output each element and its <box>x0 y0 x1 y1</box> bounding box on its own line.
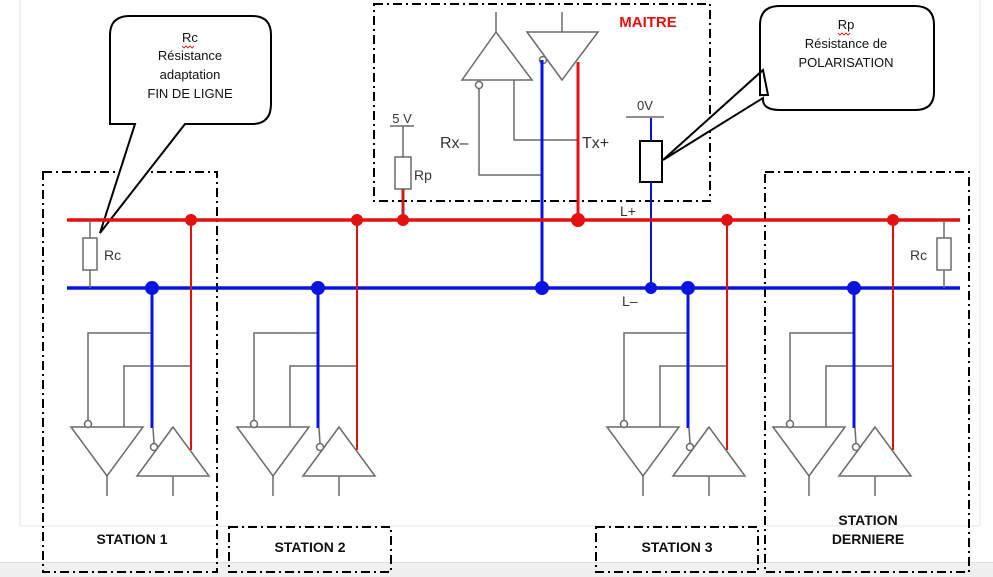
receiver-triangle <box>605 426 681 478</box>
callout-rp-line3: POLARISATION <box>798 55 893 70</box>
driver-triangle <box>837 425 913 477</box>
junction-plus-station-1 <box>185 214 197 226</box>
rx-label: Rx– <box>440 135 469 152</box>
bubble-lead <box>318 427 321 444</box>
station-2-label: STATION 2 <box>274 539 345 555</box>
receiver-invert-bubble <box>619 419 629 429</box>
tx-label: Tx+ <box>582 135 609 152</box>
window-bottom-band <box>0 562 993 577</box>
receiver-invert-bubble <box>83 419 93 429</box>
rc-left-label: Rc <box>104 247 121 263</box>
master-title: MAITRE <box>619 14 677 31</box>
rc-left-resistor <box>82 237 98 271</box>
junction-minus-station-1 <box>145 281 159 295</box>
driver-input-wire <box>659 365 727 427</box>
station-1-label: STATION 1 <box>96 531 167 547</box>
receiver-triangle <box>235 426 311 478</box>
rc-right-label: Rc <box>910 247 927 263</box>
stations-layer <box>69 220 913 496</box>
junction-master-minus <box>535 281 549 295</box>
receiver-input-wire <box>789 332 854 420</box>
bubble-lead <box>854 427 857 444</box>
station-last-label-line2: DERNIERE <box>832 531 904 547</box>
station-last-label-line1: STATION <box>838 512 897 528</box>
rp-polarisation-resistor <box>639 140 663 183</box>
station-2-transceiver <box>235 220 377 496</box>
junction-master-plus <box>571 213 585 227</box>
rp-resistor <box>394 156 412 190</box>
tx-wire <box>513 80 578 141</box>
bubble-lead <box>152 427 155 444</box>
spellcheck-underline <box>837 32 851 36</box>
rx-wire <box>478 89 542 176</box>
station-last-frame <box>764 171 970 573</box>
driver-triangle <box>671 425 747 477</box>
junctions-layer <box>145 213 899 295</box>
driver-input-wire <box>289 365 357 427</box>
junction-plus-station-4 <box>887 214 899 226</box>
driver-invert-bubble <box>685 442 695 452</box>
junction-plus-station-3 <box>721 214 733 226</box>
callout-rp-bubble <box>662 5 935 161</box>
station-3-label-frame <box>595 526 759 573</box>
junction-minus-station-3 <box>681 281 695 295</box>
junction-rp-pullup <box>397 214 409 226</box>
junction-minus-station-2 <box>311 281 325 295</box>
master-driver-triangle <box>525 31 600 82</box>
receiver-invert-bubble <box>785 419 795 429</box>
station-3-transceiver <box>605 220 747 496</box>
driver-input-wire <box>123 365 191 427</box>
driver-invert-bubble <box>315 442 325 452</box>
station-1-transceiver <box>69 220 211 496</box>
callout-rp-title: Rp <box>838 17 855 32</box>
callout-rc-line4: FIN DE LIGNE <box>147 86 233 101</box>
driver-input-wire <box>825 365 893 427</box>
receiver-input-wire <box>87 332 152 420</box>
callout-rc: Rc Résistance adaptation FIN DE LIGNE <box>99 15 272 234</box>
receiver-input-wire <box>623 332 688 420</box>
supply-0v-label: 0V <box>637 98 653 113</box>
driver-invert-bubble <box>851 442 861 452</box>
junction-rp-pulldown <box>645 282 657 294</box>
junction-plus-station-2 <box>351 214 363 226</box>
callout-rc-line2: Résistance <box>158 48 222 63</box>
callout-rp-line2: Résistance de <box>805 36 887 51</box>
supply-5v-label: 5 V <box>392 111 412 126</box>
spellcheck-underline <box>181 45 195 49</box>
station-2-label-frame <box>228 526 392 573</box>
rp-label: Rp <box>414 167 432 183</box>
receiver-triangle <box>69 426 145 478</box>
receiver-invert-bubble <box>249 419 259 429</box>
rc-right-resistor <box>936 237 952 271</box>
station-4-transceiver <box>771 220 913 496</box>
callout-rp: Rp Résistance de POLARISATION <box>662 5 935 161</box>
driver-triangle <box>135 425 211 477</box>
callout-rc-line3: adaptation <box>160 67 221 82</box>
master-transceiver <box>390 12 664 190</box>
driver-invert-bubble <box>149 442 159 452</box>
bus-plus-label: L+ <box>620 203 636 219</box>
receiver-triangle <box>771 426 847 478</box>
master-receiver-triangle <box>460 30 534 81</box>
station-1-frame <box>42 171 218 573</box>
callout-rc-title: Rc <box>182 30 198 45</box>
receiver-input-wire <box>253 332 318 420</box>
bubble-lead <box>688 427 691 444</box>
junction-minus-station-4 <box>847 281 861 295</box>
bus-minus-label: L– <box>622 293 638 309</box>
station-3-label: STATION 3 <box>641 539 712 555</box>
driver-triangle <box>301 425 377 477</box>
callout-rc-bubble <box>99 15 272 234</box>
